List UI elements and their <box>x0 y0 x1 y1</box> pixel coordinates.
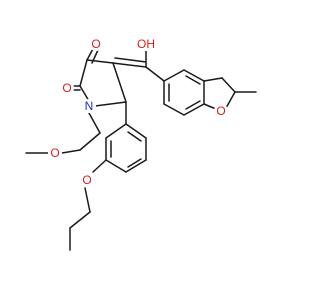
bond <box>225 91 236 109</box>
bond <box>127 158 142 168</box>
bond <box>79 85 90 102</box>
bond <box>94 101 127 107</box>
nitrogen-label: N <box>85 99 94 113</box>
bond <box>145 66 165 82</box>
enol-hydroxyl: OH <box>135 37 157 51</box>
bond <box>84 187 91 213</box>
methoxy-oxygen-label: O <box>50 146 59 160</box>
bond <box>125 159 147 173</box>
bond <box>112 62 147 68</box>
bond <box>185 75 201 85</box>
bond <box>88 112 101 134</box>
furan-oxygen: O <box>214 104 228 118</box>
carbonyl-oxygen-left: O <box>60 81 74 95</box>
enol-hydroxyl-label: OH <box>137 37 155 51</box>
bond <box>91 49 99 64</box>
carbonyl-oxygen-label: O <box>62 81 71 95</box>
bond <box>86 59 114 64</box>
bond <box>105 123 127 139</box>
propoxy-oxygen: O <box>80 173 94 187</box>
bond <box>203 77 223 82</box>
bond <box>92 159 107 173</box>
bond <box>125 123 147 139</box>
bond <box>183 69 205 82</box>
bond <box>105 159 127 173</box>
bond <box>163 69 185 82</box>
bonds <box>25 46 257 251</box>
bond <box>61 149 81 154</box>
ring-nitrogen: N <box>82 99 96 113</box>
propoxy-oxygen-label: O <box>82 173 91 187</box>
ketone-oxygen-top: O <box>89 37 103 51</box>
molecule-structure: O O OH N O O O <box>25 37 257 251</box>
bond <box>185 100 201 110</box>
ketone-oxygen-label: O <box>91 37 100 51</box>
bond <box>221 77 236 93</box>
bond <box>203 103 217 110</box>
furan-oxygen-label: O <box>216 104 225 118</box>
bond <box>183 103 205 116</box>
bond <box>127 131 142 142</box>
bond <box>112 62 127 103</box>
bond <box>79 59 88 87</box>
bond <box>163 103 185 116</box>
bond <box>79 132 101 151</box>
bond <box>69 211 91 229</box>
bond <box>114 57 147 63</box>
methoxy-oxygen: O <box>48 146 62 160</box>
atom-labels: O O OH N O O O <box>48 37 228 187</box>
